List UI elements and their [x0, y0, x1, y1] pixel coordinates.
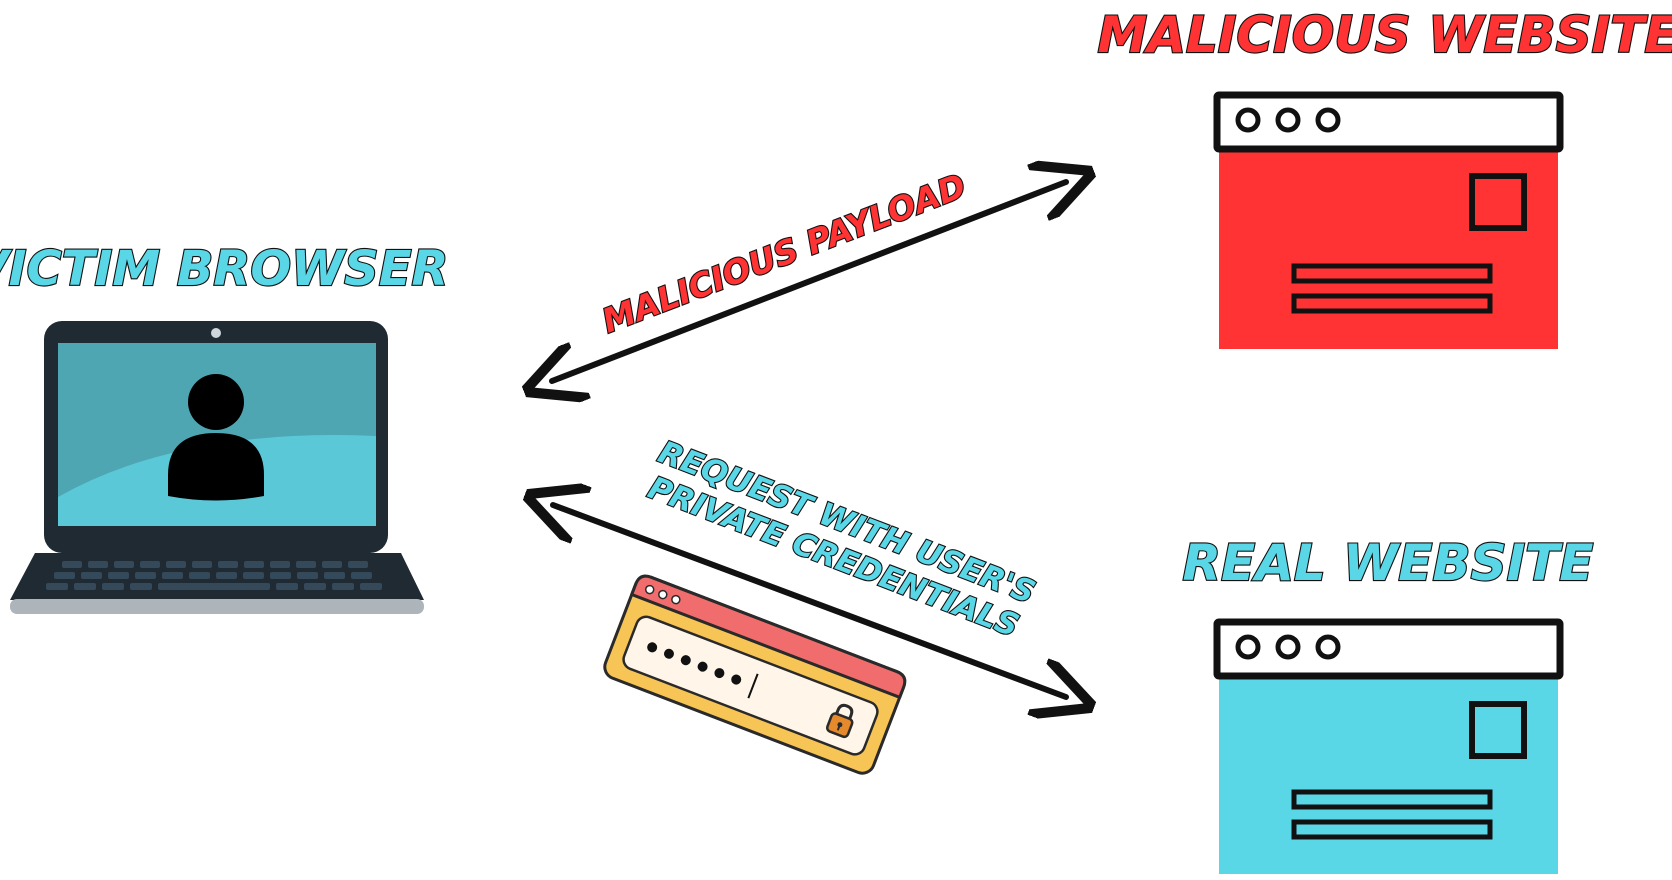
window-dot-icon — [1315, 634, 1341, 660]
window-dot-icon — [1275, 107, 1301, 133]
image-placeholder-icon — [1469, 173, 1527, 231]
malicious-website-label: MALICIOUS WEBSITE — [1097, 6, 1672, 64]
text-line-icon — [1291, 263, 1493, 284]
user-icon — [168, 374, 264, 501]
credentials-request-arrow — [553, 505, 1066, 697]
text-cursor — [747, 673, 759, 699]
password-field — [622, 615, 879, 756]
window-dot-icon — [1315, 107, 1341, 133]
image-placeholder-icon — [1469, 701, 1527, 759]
text-line-icon — [1291, 789, 1493, 810]
malicious-window-body — [1219, 137, 1558, 349]
window-dot-icon — [1235, 634, 1261, 660]
real-window-body — [1219, 662, 1558, 874]
laptop-icon — [10, 321, 424, 614]
window-dot-icon — [1275, 634, 1301, 660]
malicious-window-titlebar — [1213, 91, 1564, 153]
real-window-titlebar — [1213, 618, 1564, 680]
lock-icon — [825, 703, 854, 739]
malicious-website-window — [1213, 91, 1564, 349]
real-website-window — [1213, 618, 1564, 874]
malicious-payload-arrow — [552, 182, 1066, 381]
real-website-label: REAL WEBSITE — [1183, 534, 1594, 592]
victim-browser-label: VICTIM BROWSER — [0, 241, 448, 297]
window-dot-icon — [1235, 107, 1261, 133]
login-card-icon — [603, 574, 907, 775]
malicious-payload-label: MALICIOUS PAYLOAD — [597, 166, 971, 341]
keyboard-keys — [46, 561, 382, 590]
password-dots — [647, 642, 742, 685]
text-line-icon — [1291, 819, 1493, 840]
text-line-icon — [1291, 293, 1493, 314]
